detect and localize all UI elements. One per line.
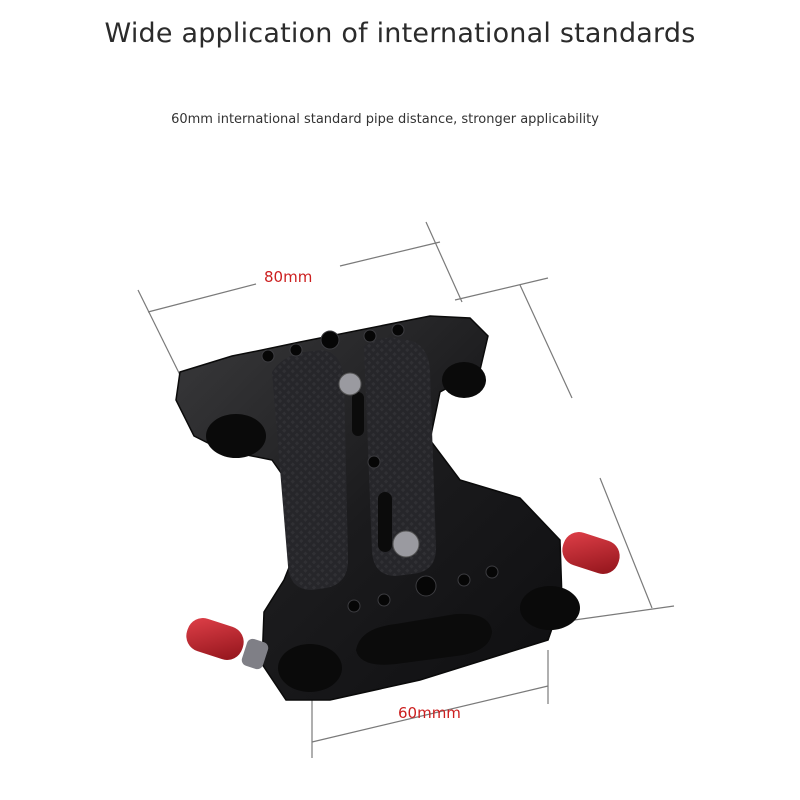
dimension-lines xyxy=(137,221,675,758)
knurl-rail-left xyxy=(272,350,348,590)
center-slot-upper xyxy=(352,392,364,436)
rod-hole-left-upper xyxy=(206,414,266,458)
page-subtitle: 60mm international standard pipe distanc… xyxy=(171,112,599,127)
rod-hole-right-lower xyxy=(520,586,580,630)
camera-screw-bottom xyxy=(392,530,420,558)
bottom-window xyxy=(356,613,492,665)
baseplate xyxy=(175,315,580,701)
red-knob-left xyxy=(186,618,269,670)
rod-hole-left-lower xyxy=(278,644,342,692)
rod-hole-right-upper xyxy=(442,362,486,398)
width-dimension-label: 80mm xyxy=(264,268,313,286)
red-knob-right xyxy=(562,532,620,574)
mounting-holes xyxy=(261,323,499,613)
page-title: Wide application of international standa… xyxy=(104,18,696,49)
pipe-distance-label: 60mmm xyxy=(398,704,461,722)
camera-screw-top xyxy=(338,372,362,396)
center-slot-lower xyxy=(378,492,392,552)
